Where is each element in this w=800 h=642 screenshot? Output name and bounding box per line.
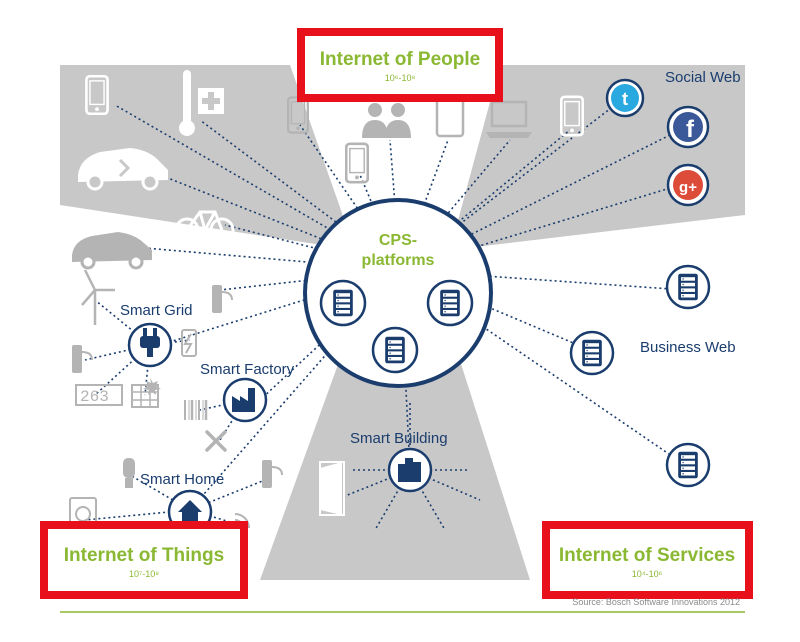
twitter-icon: t <box>605 78 645 118</box>
phone-icon <box>345 142 369 184</box>
bicycle-icon <box>174 210 235 243</box>
charging-station-icon <box>72 345 93 373</box>
smart-home-label: Smart Home <box>140 471 224 488</box>
google-plus-icon: g+ <box>666 163 710 207</box>
wind-turbine-icon <box>81 269 115 325</box>
cps-platforms-hub: CPS- platforms <box>303 198 493 388</box>
smart-factory-label: Smart Factory <box>200 361 295 378</box>
electric-car-icon <box>72 232 152 270</box>
medical-cross-icon <box>198 88 224 114</box>
meter-digits: 263 <box>80 388 109 406</box>
source-note: Source: Bosch Software Innovations 2012 <box>572 597 740 607</box>
background-bands <box>60 65 745 580</box>
internet-of-services-title: Internet of Services <box>559 545 735 566</box>
internet-of-people-range: 10⁶-10⁸ <box>385 73 416 83</box>
svg-text:f: f <box>686 116 695 143</box>
server-icon <box>665 442 711 488</box>
internet-of-services-range: 10⁴-10⁶ <box>632 569 663 579</box>
light-bulb-icon <box>123 458 135 488</box>
building-icon <box>387 447 433 493</box>
band-people-right <box>450 65 745 250</box>
thermometer-icon <box>179 70 195 136</box>
internet-of-people-title: Internet of People <box>320 49 480 70</box>
internet-of-services-box: Internet of Services 10⁴-10⁶ <box>542 521 753 599</box>
barcode-icon <box>184 400 208 420</box>
server-icon <box>426 279 474 327</box>
server-icon <box>371 326 419 374</box>
server-icon <box>569 330 615 376</box>
smart-building-label: Smart Building <box>350 430 448 447</box>
hub-title-line2: platforms <box>362 252 435 269</box>
charging-station-icon <box>262 460 283 488</box>
hub-title-line1: CPS- <box>379 232 417 249</box>
business-web-label: Business Web <box>640 339 736 356</box>
band-people-left <box>60 65 355 250</box>
facebook-icon: f <box>666 105 710 149</box>
internet-of-things-range: 10⁷-10⁸ <box>129 569 159 579</box>
svg-text:g+: g+ <box>679 179 697 196</box>
smart-grid-label: Smart Grid <box>120 302 193 319</box>
charging-station-icon <box>212 285 233 313</box>
server-icon <box>665 264 711 310</box>
internet-of-things-title: Internet of Things <box>64 545 224 566</box>
social-web-label: Social Web <box>665 69 741 86</box>
tablet-icon <box>435 96 465 138</box>
solar-panel-icon <box>131 378 161 408</box>
factory-icon <box>222 377 268 423</box>
tools-icon <box>205 430 227 452</box>
internet-of-things-box: Internet of Things 10⁷-10⁸ <box>40 521 248 599</box>
electric-car-icon <box>78 148 168 191</box>
lightning-icon <box>181 329 197 357</box>
laptop-icon <box>486 100 532 138</box>
internet-of-people-box: Internet of People 10⁶-10⁸ <box>297 28 503 102</box>
server-icon <box>319 279 367 327</box>
svg-text:t: t <box>622 89 628 109</box>
people-icon <box>362 103 411 138</box>
meter-icon: 263 <box>75 384 123 406</box>
power-plug-icon <box>127 322 173 368</box>
door-icon <box>319 461 345 516</box>
